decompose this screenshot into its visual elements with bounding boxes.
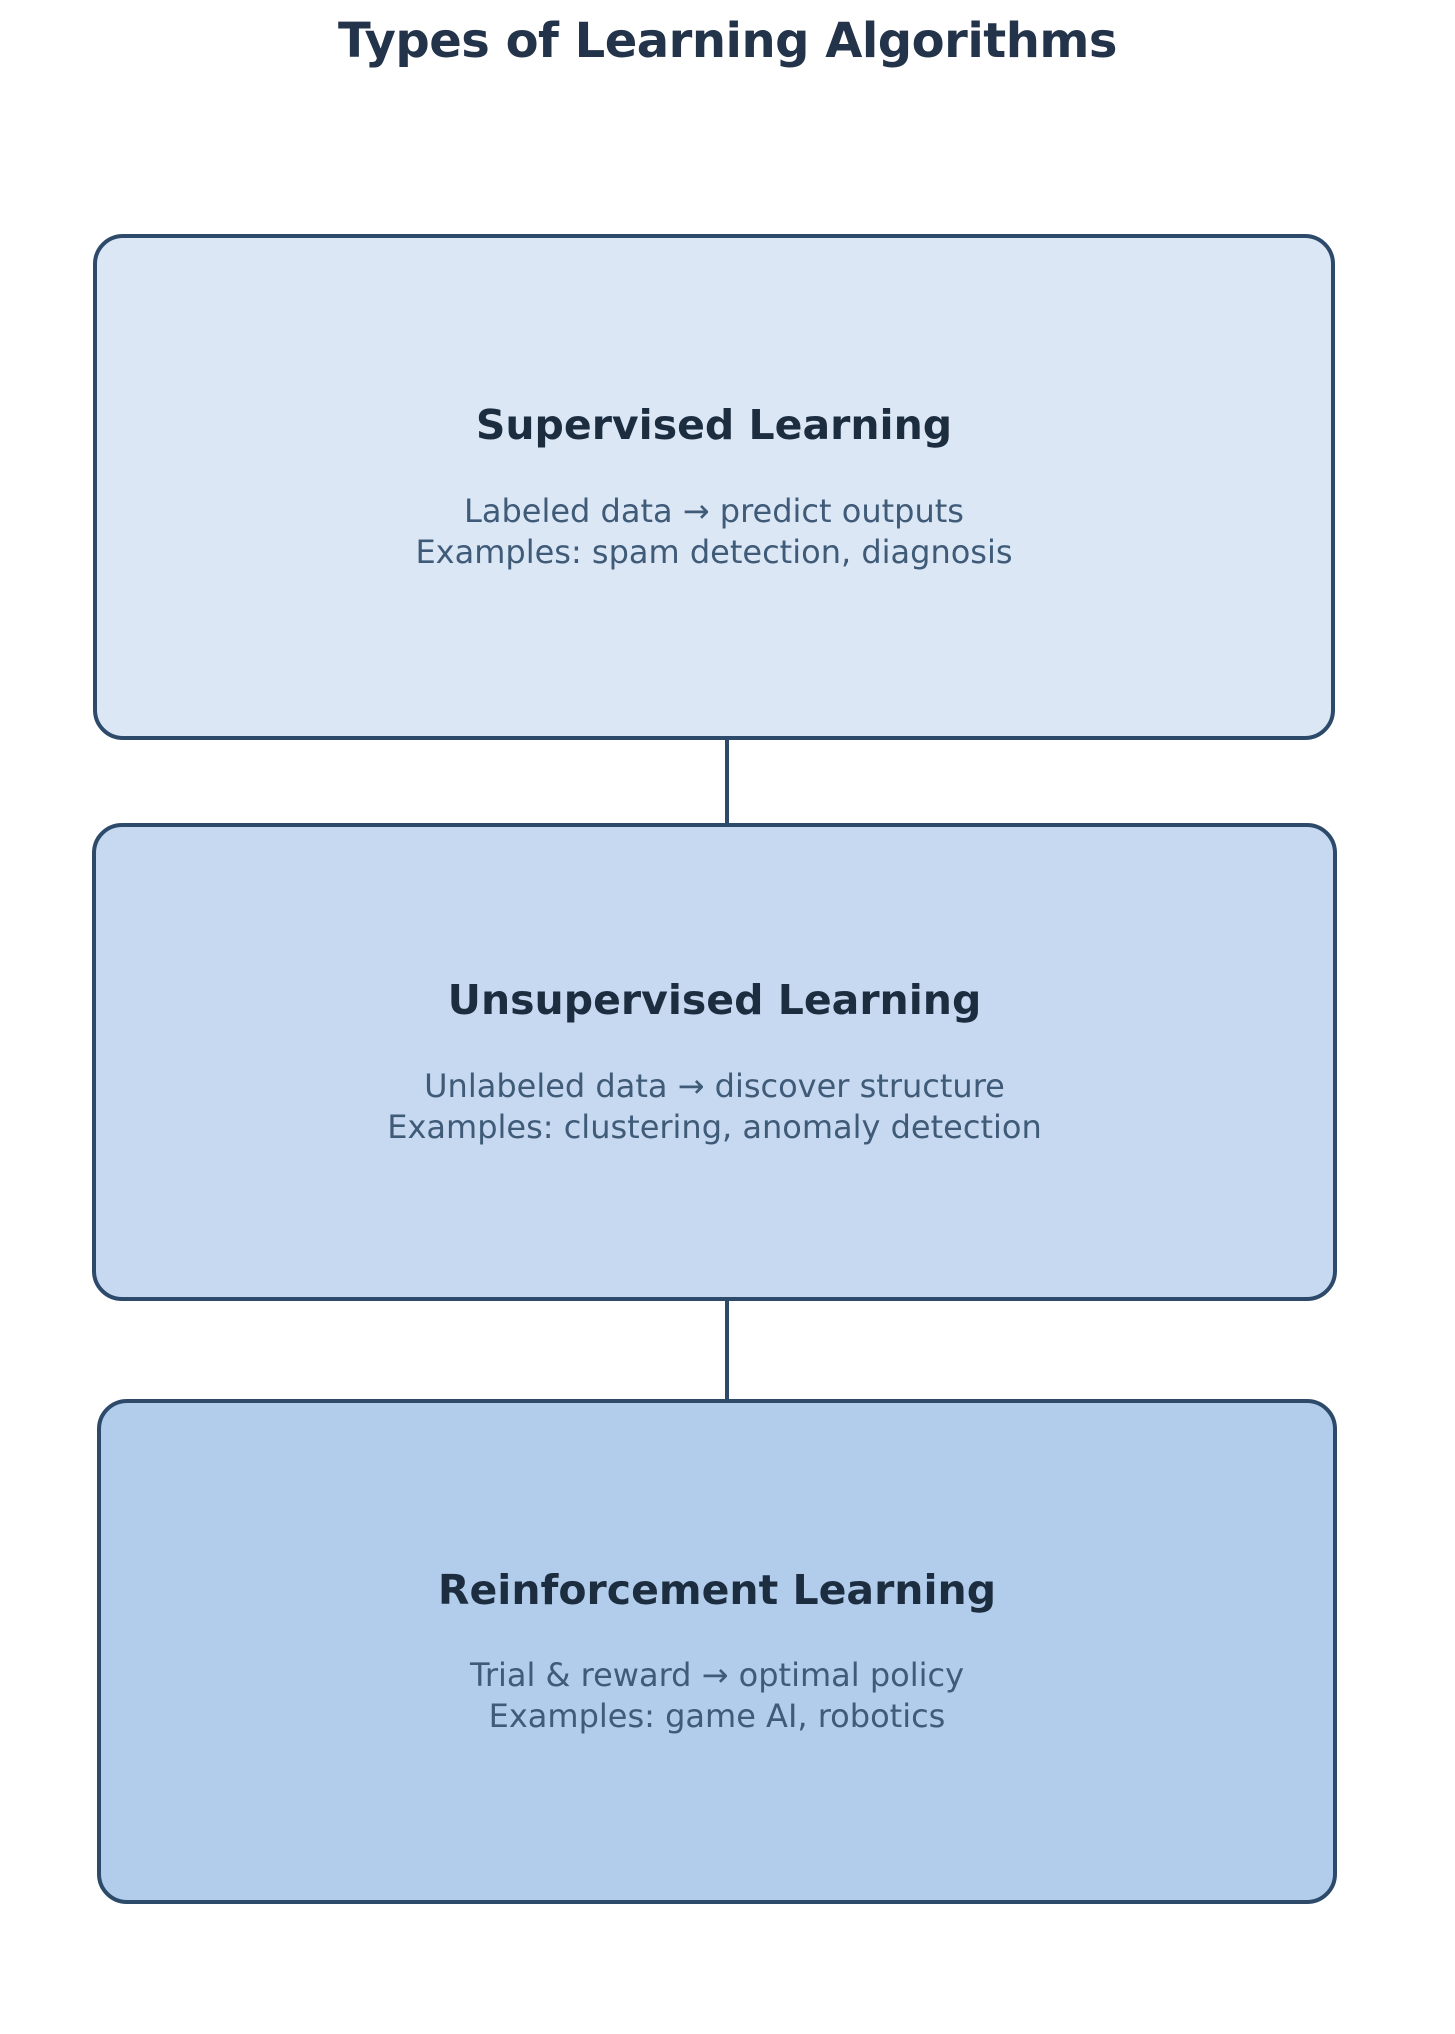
node-reinforcement-learning-description: Trial & reward → optimal policy Examples… (469, 1656, 965, 1736)
node-reinforcement-learning[interactable]: Reinforcement Learning Trial & reward → … (97, 1399, 1337, 1904)
node-supervised-learning-title: Supervised Learning (475, 401, 953, 450)
node-unsupervised-learning[interactable]: Unsupervised Learning Unlabeled data → d… (92, 823, 1337, 1301)
node-reinforcement-learning-title: Reinforcement Learning (437, 1565, 997, 1614)
node-supervised-learning-description: Labeled data → predict outputs Examples:… (415, 491, 1013, 571)
node-unsupervised-learning-description: Unlabeled data → discover structure Exam… (387, 1066, 1042, 1146)
connector-unsupervised-to-reinforcement (725, 1298, 729, 1402)
node-supervised-learning[interactable]: Supervised Learning Labeled data → predi… (93, 234, 1335, 740)
connector-supervised-to-unsupervised (725, 737, 729, 827)
node-unsupervised-learning-title: Unsupervised Learning (447, 976, 982, 1025)
page-title: Types of Learning Algorithms (338, 13, 1117, 69)
